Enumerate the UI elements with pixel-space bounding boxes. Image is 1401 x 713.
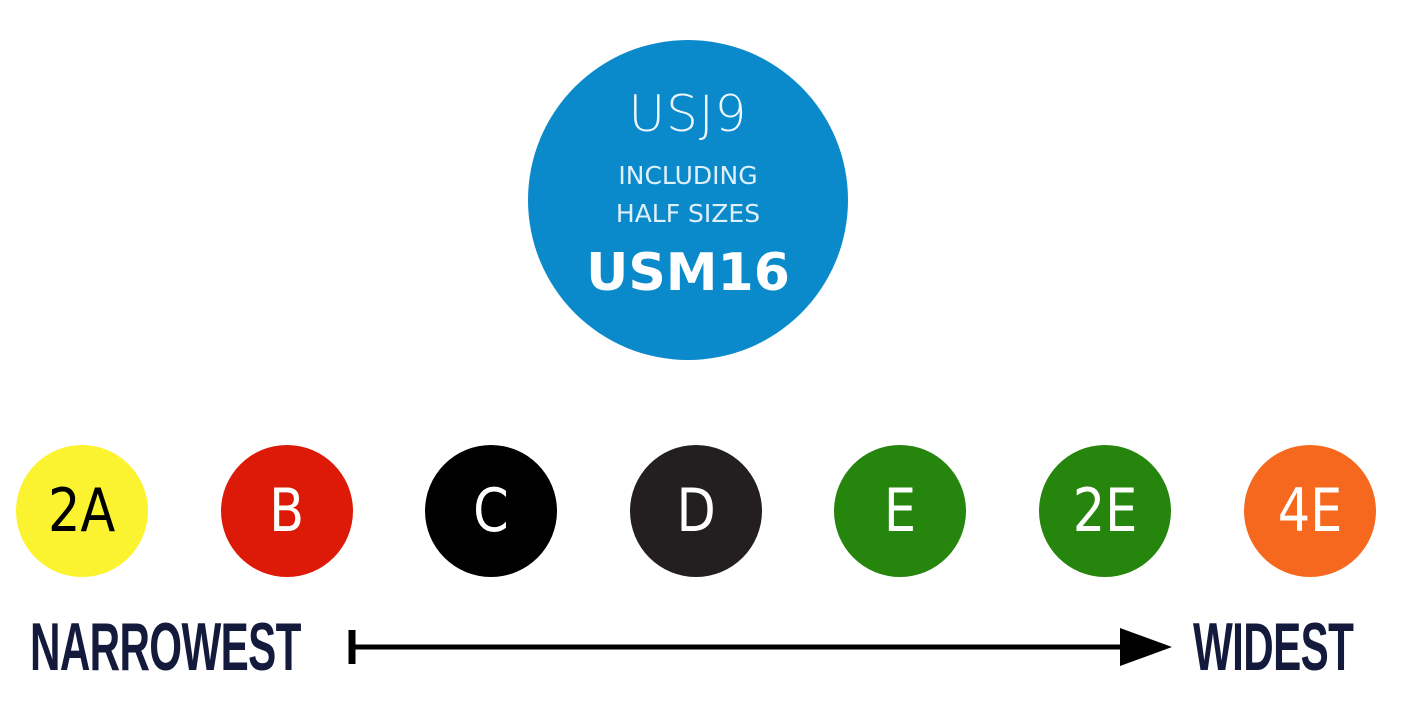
width-label: 2A	[48, 476, 116, 546]
width-circle-4e: 4E	[1244, 445, 1376, 577]
half-sizes-note: INCLUDING HALF SIZES	[615, 161, 761, 228]
width-circle-c: C	[425, 445, 557, 577]
size-range-badge: USJ9 INCLUDING HALF SIZES USM16	[528, 40, 848, 360]
width-circle-b: B	[221, 445, 353, 577]
max-size: USM16	[586, 243, 790, 303]
width-label: 2E	[1072, 476, 1138, 546]
width-circle-d: D	[630, 445, 762, 577]
width-label: E	[883, 476, 917, 546]
width-label: C	[473, 476, 509, 546]
narrowest-label: NARROWEST	[30, 609, 301, 685]
width-circle-e: E	[834, 445, 966, 577]
widest-label: WIDEST	[1193, 609, 1354, 685]
width-label: D	[676, 476, 716, 546]
min-size: USJ9	[628, 85, 748, 143]
width-circle-2e: 2E	[1039, 445, 1171, 577]
width-circle-2a: 2A	[16, 445, 148, 577]
width-label: B	[269, 476, 305, 546]
width-label: 4E	[1277, 476, 1343, 546]
width-scale-arrow	[348, 628, 1172, 666]
